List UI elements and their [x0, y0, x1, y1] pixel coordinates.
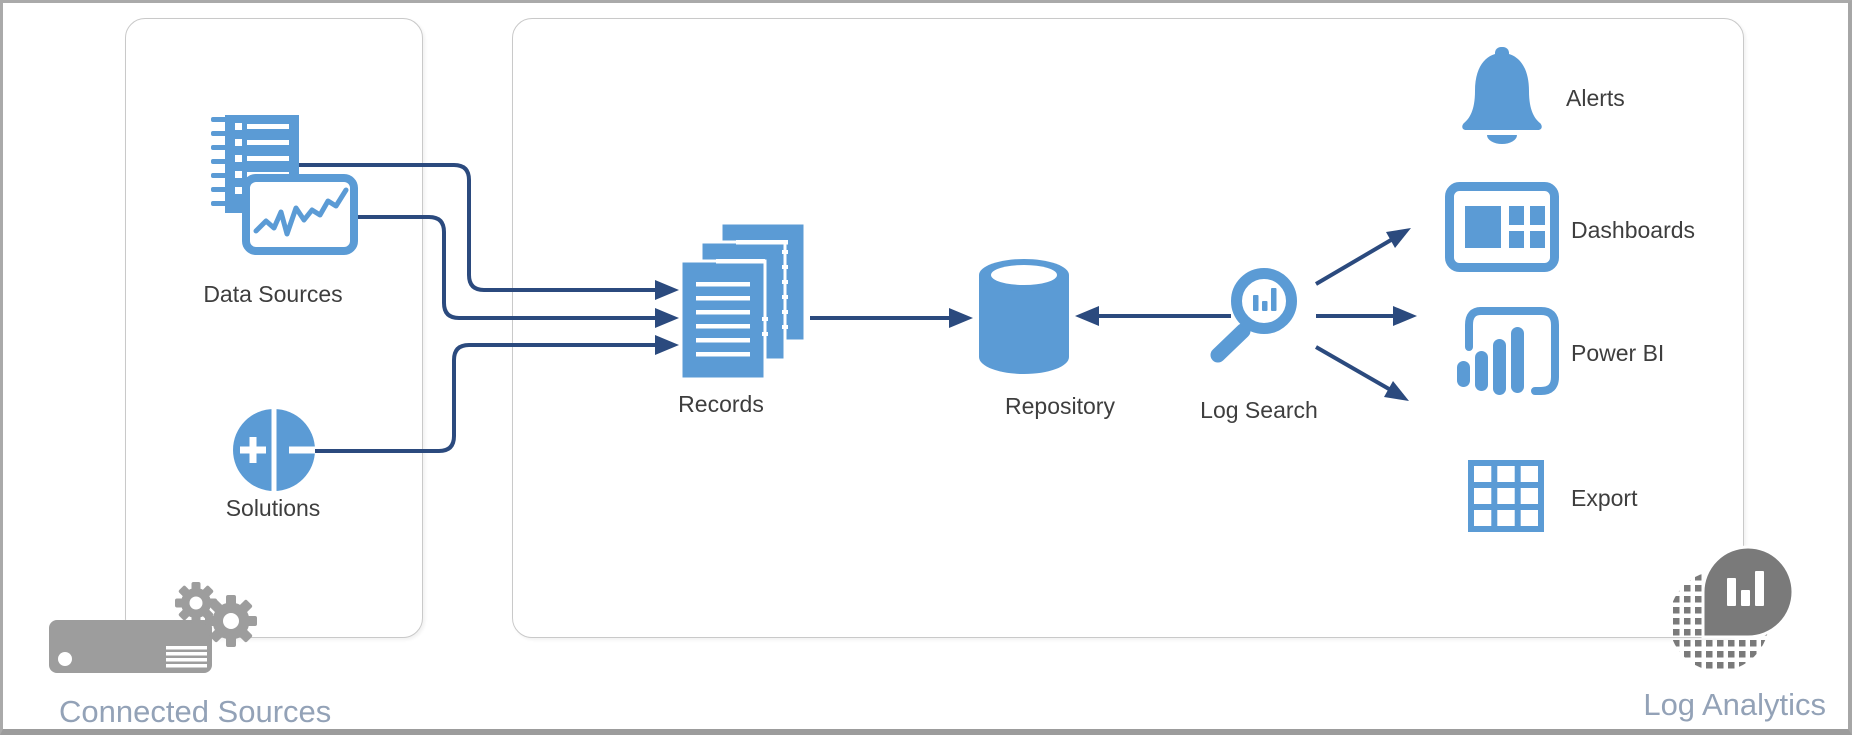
arrowhead: [1393, 306, 1417, 326]
log-analytics-logo-icon: [1651, 541, 1813, 683]
dashboards-label: Dashboards: [1571, 217, 1696, 243]
data-sources-icon: [206, 109, 358, 255]
records-label: Records: [678, 391, 764, 417]
solutions-label: Solutions: [225, 495, 321, 521]
export-label: Export: [1571, 485, 1638, 511]
connected-sources-server-icon: [43, 548, 273, 683]
arrowhead: [1386, 228, 1411, 248]
alerts-label: Alerts: [1566, 85, 1625, 111]
power-bi-icon: [1453, 301, 1559, 403]
arrowhead: [655, 280, 679, 300]
solutions-icon: [231, 407, 319, 495]
repository-label: Repository: [1005, 393, 1115, 419]
dashboards-icon: [1445, 182, 1559, 272]
edge-solutions-records: [314, 343, 657, 453]
records-icon: [668, 213, 820, 393]
alerts-icon: [1458, 47, 1548, 147]
export-icon: [1467, 459, 1545, 533]
arrowhead: [655, 308, 679, 328]
power-bi-label: Power BI: [1571, 340, 1665, 366]
arrowhead: [655, 335, 679, 355]
connector-layer: [296, 163, 1417, 453]
arrowhead: [1075, 306, 1099, 326]
repository-icon: [978, 258, 1070, 376]
log-search-label: Log Search: [1200, 397, 1318, 423]
edge-datasources-list-records: [296, 163, 657, 292]
arrowhead: [1384, 381, 1409, 401]
log-search-icon: [1208, 258, 1338, 368]
edge-datasources-chart-records: [351, 215, 657, 320]
edge-logsearch-dashboards: [1314, 238, 1393, 286]
edge-logsearch-export: [1315, 345, 1390, 391]
arrowhead: [949, 308, 973, 328]
log-analytics-label: Log Analytics: [1643, 687, 1826, 722]
connected-sources-label: Connected Sources: [59, 694, 332, 729]
data-sources-label: Data Sources: [203, 281, 343, 307]
